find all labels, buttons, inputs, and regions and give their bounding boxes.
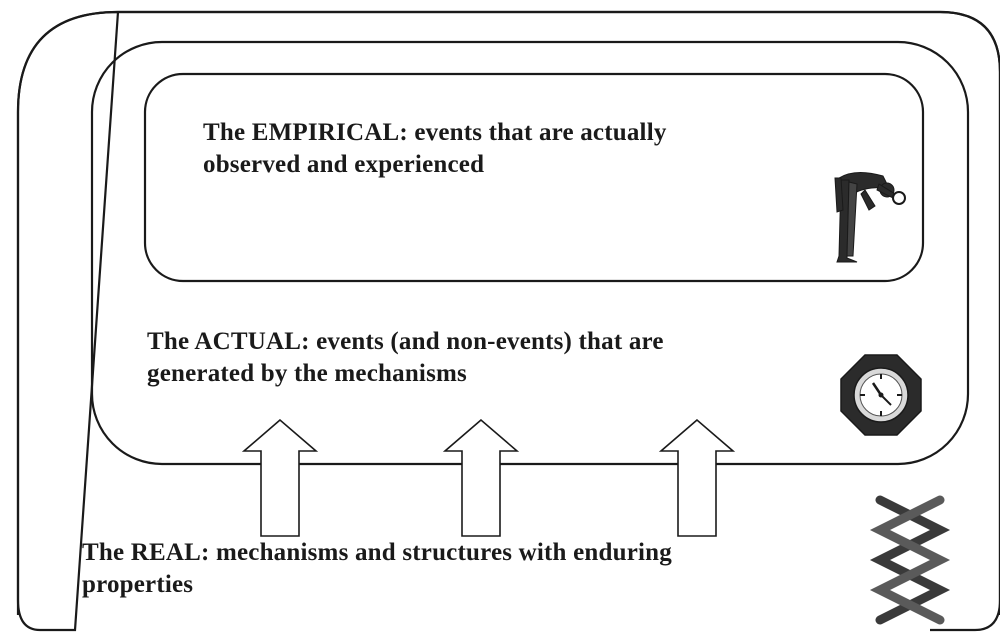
actual-layer-box (90, 40, 970, 466)
hollow-up-arrow-icon (658, 418, 736, 537)
empirical-layer-box (143, 72, 925, 283)
empirical-line-2: observed and experienced (203, 151, 485, 178)
observer-with-magnifying-glass-icon (834, 172, 906, 263)
empirical-line-1: The EMPIRICAL: events that are actually (203, 119, 667, 146)
upward-arrows (241, 418, 736, 537)
actual-layer-label: The ACTUAL: events (and non-events) that… (147, 326, 664, 390)
hollow-up-arrow-icon (442, 418, 520, 537)
hollow-up-arrow-icon (241, 418, 319, 537)
real-line-2: properties (82, 571, 194, 598)
clock-icon (840, 354, 922, 436)
actual-line-1: The ACTUAL: events (and non-events) that… (147, 328, 664, 355)
real-layer-label: The REAL: mechanisms and structures with… (82, 537, 672, 601)
empirical-layer-label: The EMPIRICAL: events that are actually … (203, 117, 667, 181)
real-line-1: The REAL: mechanisms and structures with… (82, 539, 672, 566)
actual-line-2: generated by the mechanisms (147, 360, 467, 387)
dna-helix-icon (869, 495, 951, 625)
